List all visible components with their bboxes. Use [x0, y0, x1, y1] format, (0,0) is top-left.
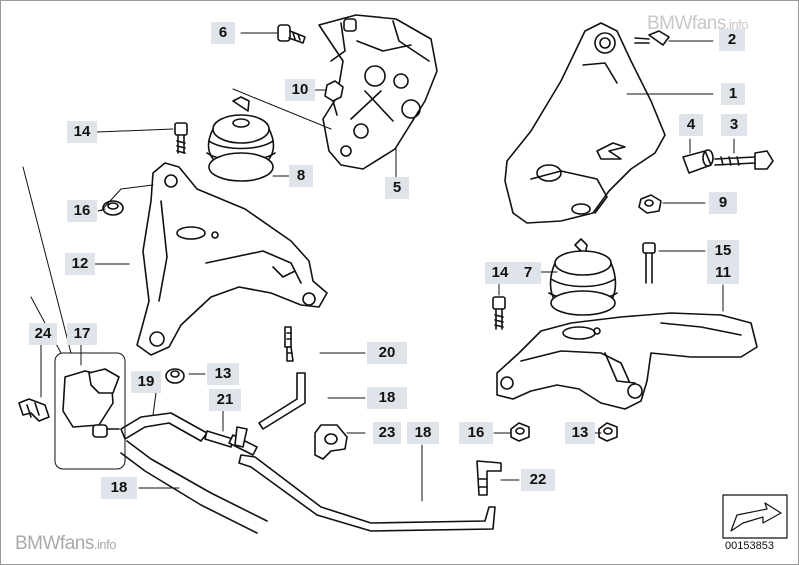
engine-bracket-1 [504, 22, 666, 224]
nut-9 [638, 194, 662, 214]
callout-7: 7 [515, 262, 541, 284]
bolt-15 [642, 242, 656, 284]
callout-17: 17 [67, 323, 97, 345]
engine-bracket-5 [318, 14, 438, 170]
callout-19: 19 [131, 371, 161, 393]
watermark-bottom: BMWfans.info [15, 533, 116, 555]
callout-1: 1 [721, 83, 745, 105]
hose-18-long [238, 454, 496, 532]
tee-connector-21 [204, 426, 258, 456]
callout-13-left: 13 [207, 363, 239, 385]
bolt-10 [324, 80, 344, 116]
bolt-3 [714, 150, 774, 170]
hose-19 [120, 412, 208, 442]
bolt-14-right [492, 296, 506, 330]
callout-18-lower: 18 [101, 477, 137, 499]
watermark-top: BMWfans.info [647, 13, 748, 35]
nut-16-right [510, 422, 530, 442]
callout-2: 2 [719, 29, 745, 51]
callout-3: 3 [721, 114, 747, 136]
callout-23: 23 [373, 422, 401, 444]
nut-13-right [598, 422, 618, 442]
support-arm-11 [496, 312, 758, 410]
valve-17 [54, 352, 126, 470]
callout-10: 10 [285, 79, 315, 101]
leader-lines [22, 32, 735, 502]
callout-14-right: 14 [485, 262, 515, 284]
watermark-top-brand: BMWfans [647, 13, 726, 34]
callout-11: 11 [707, 262, 739, 284]
bolt-14-left [174, 122, 188, 154]
callout-20: 20 [367, 342, 407, 364]
grommet-23 [314, 424, 348, 460]
diagram-number: 00153853 [725, 540, 774, 552]
callout-9: 9 [709, 192, 737, 214]
callout-12: 12 [65, 253, 95, 275]
engine-mount-7 [548, 238, 618, 316]
callout-14-left: 14 [67, 121, 97, 143]
callout-18-middle: 18 [407, 422, 439, 444]
elbow-22 [476, 460, 502, 496]
callout-15: 15 [707, 240, 739, 262]
bolt-6 [277, 24, 306, 44]
nut-13-left [165, 368, 185, 384]
callout-22: 22 [521, 469, 555, 491]
engine-mount-8 [206, 96, 276, 182]
callout-24: 24 [29, 323, 57, 345]
callout-5: 5 [385, 177, 409, 199]
connector-20 [284, 326, 294, 362]
direction-arrow-icon [722, 494, 788, 539]
bolt-2 [634, 30, 670, 46]
watermark-top-tld: .info [725, 17, 749, 32]
callout-16-left: 16 [67, 200, 97, 222]
callout-4: 4 [679, 114, 703, 136]
nut-16-left [102, 200, 124, 216]
callout-8: 8 [289, 165, 313, 187]
watermark-bottom-brand: BMWfans [15, 533, 94, 554]
callout-13-right: 13 [565, 422, 595, 444]
callout-18-upper: 18 [367, 387, 407, 409]
callout-21: 21 [209, 389, 241, 411]
support-arm-12 [136, 162, 328, 356]
sleeve-4 [682, 149, 714, 174]
callout-6: 6 [211, 22, 235, 44]
callout-16-right: 16 [459, 422, 493, 444]
hose-18-upper [258, 372, 306, 430]
clip-24 [18, 398, 50, 422]
watermark-bottom-tld: .info [93, 537, 117, 552]
